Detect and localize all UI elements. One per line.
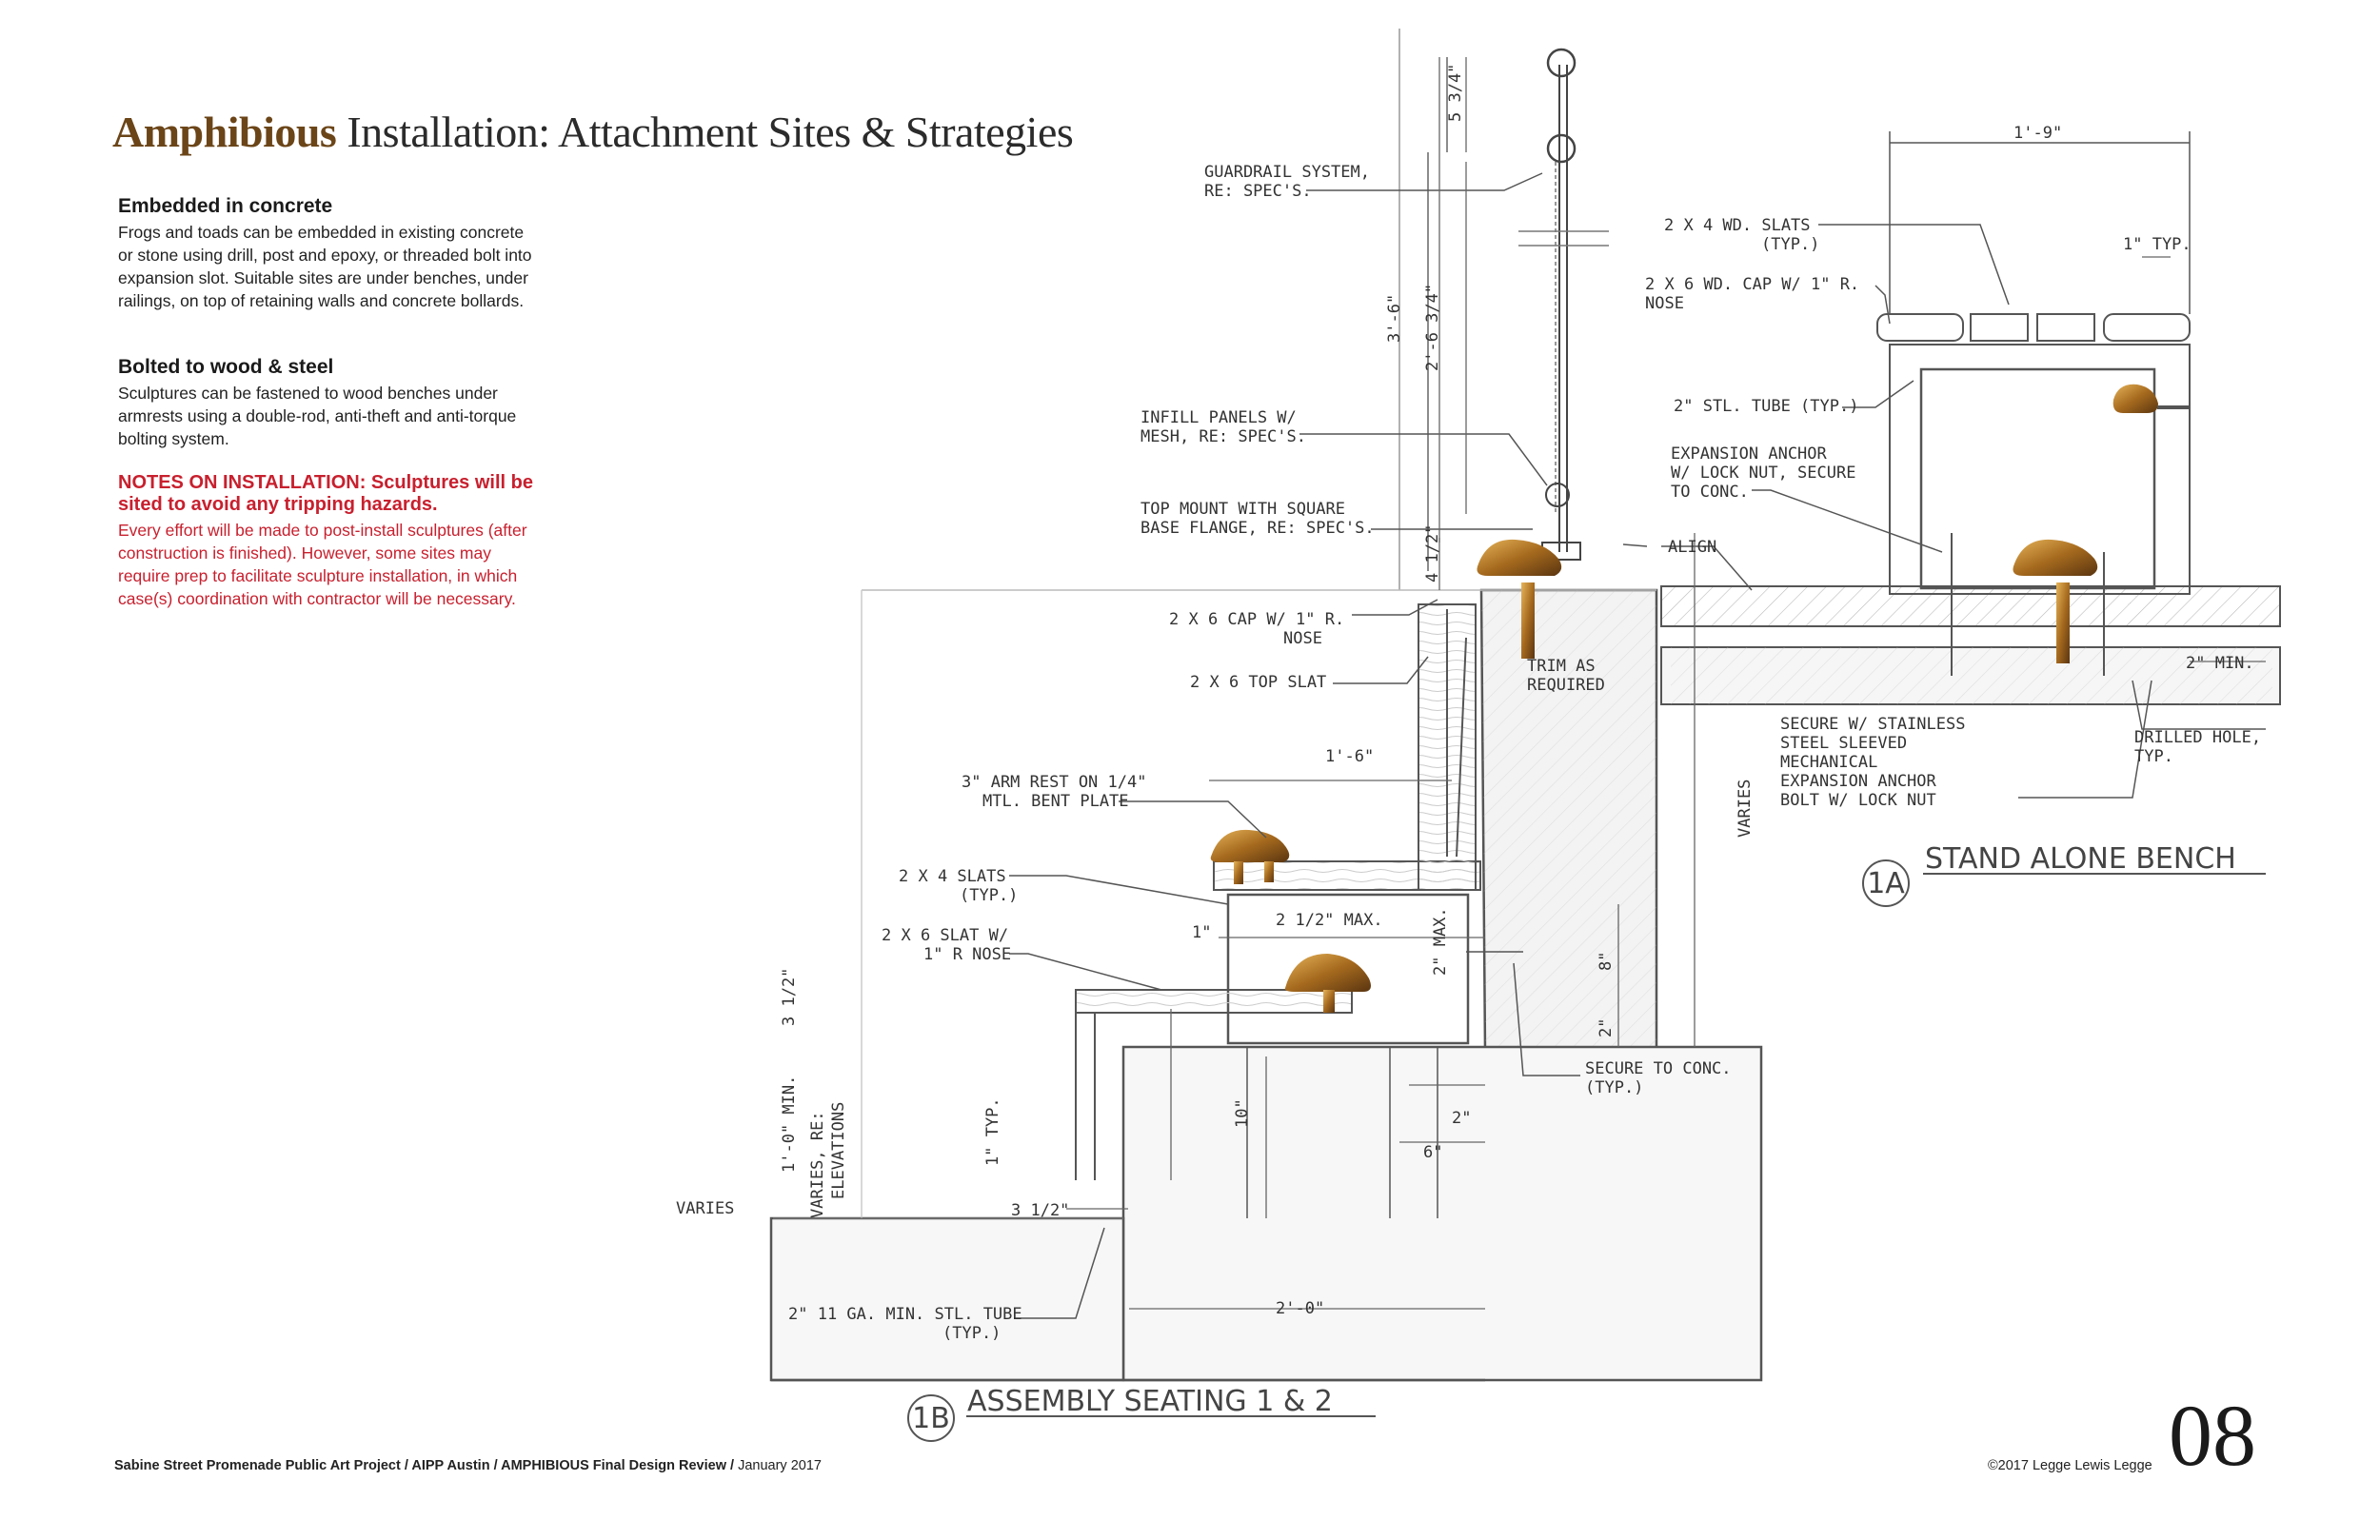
detail-label-1b: 1B ASSEMBLY SEATING 1 & 2 <box>907 1385 1376 1442</box>
dim-3-1-2-b: 3 1/2" <box>1011 1201 1069 1220</box>
note-wd-cap-1: 2 X 6 WD. CAP W/ 1" R. <box>1645 275 1859 294</box>
section-heading-bolted: Bolted to wood & steel <box>118 356 334 378</box>
footer-copyright: ©2017 Legge Lewis Legge <box>1988 1458 2152 1473</box>
note-varies-elev-2: ELEVATIONS <box>829 1102 848 1199</box>
note-armrest-2: MTL. BENT PLATE <box>982 792 1129 811</box>
note-exp-1: EXPANSION ANCHOR <box>1671 444 1828 464</box>
concrete-wall <box>769 588 1763 1382</box>
title-brand: Amphibious <box>112 108 337 156</box>
dim-2-6-3-4: 2'-6 3/4" <box>1423 284 1442 371</box>
detail-label-1a: 1A STAND ALONE BENCH <box>1862 842 2266 907</box>
page-title: Amphibious Installation: Attachment Site… <box>112 107 1074 157</box>
footer-project: Sabine Street Promenade Public Art Proje… <box>114 1458 822 1473</box>
note-slat6-1: 2 X 6 SLAT W/ <box>882 926 1008 945</box>
note-drilled-2: TYP. <box>2134 747 2173 766</box>
note-varies: VARIES <box>676 1199 734 1218</box>
note-ss-4: EXPANSION ANCHOR <box>1780 772 1937 791</box>
note-trim-2: REQUIRED <box>1527 676 1605 695</box>
note-align: ALIGN <box>1668 538 1716 557</box>
note-topmount-2: BASE FLANGE, RE: SPEC'S. <box>1140 519 1375 538</box>
dim-2-max: 2" MAX. <box>1431 907 1450 976</box>
note-ss-5: BOLT W/ LOCK NUT <box>1780 791 1936 810</box>
notes-heading: NOTES ON INSTALLATION: Sculptures will b… <box>118 472 533 515</box>
footer-project-name: Sabine Street Promenade Public Art Proje… <box>114 1458 735 1473</box>
dim-2-0: 2'-0" <box>1276 1299 1324 1318</box>
note-varies-1a: VARIES <box>1735 780 1755 838</box>
frog-sculpture-armrest <box>1210 829 1290 884</box>
note-topslat: 2 X 6 TOP SLAT <box>1190 673 1326 692</box>
note-exp-2: W/ LOCK NUT, SECURE <box>1671 464 1855 483</box>
detail-title-1a: STAND ALONE BENCH <box>1925 842 2236 876</box>
dimension-lines <box>771 57 2266 1381</box>
note-slat6-2: 1" R NOSE <box>923 945 1011 964</box>
seating-assembly <box>1075 603 1523 1371</box>
detail-title-1b: ASSEMBLY SEATING 1 & 2 <box>967 1385 1333 1418</box>
note-infill-2: MESH, RE: SPEC'S. <box>1140 427 1306 446</box>
drawing-notes: GUARDRAIL SYSTEM, RE: SPEC'S. INFILL PAN… <box>676 163 2261 1343</box>
guardrail <box>1398 29 1609 590</box>
note-infill-1: INFILL PANELS W/ <box>1140 408 1297 427</box>
dim-4-1-2: 4 1/2" <box>1423 524 1442 582</box>
dim-1: 1" <box>1192 923 1211 942</box>
dim-10: 10" <box>1233 1098 1252 1128</box>
dim-1-6: 1'-6" <box>1325 747 1374 766</box>
dim-6: 6" <box>1423 1143 1442 1162</box>
note-drilled-1: DRILLED HOLE, <box>2134 728 2261 747</box>
note-trim-1: TRIM AS <box>1527 657 1596 676</box>
detail-number-1a: 1A <box>1867 867 1905 900</box>
note-slats4-2: (TYP.) <box>960 886 1018 905</box>
note-topmount-1: TOP MOUNT WITH SQUARE <box>1140 500 1345 519</box>
note-wd-slats-1: 2 X 4 WD. SLATS <box>1664 216 1811 235</box>
section-heading-embedded: Embedded in concrete <box>118 195 333 217</box>
dim-8: 8" <box>1597 952 1616 971</box>
dim-3-6: 3'-6" <box>1385 294 1404 343</box>
note-secure-1: SECURE TO CONC. <box>1585 1059 1732 1078</box>
note-exp-3: TO CONC. <box>1671 483 1749 502</box>
note-varies-elev-1: VARIES, RE: <box>808 1111 827 1218</box>
note-one-typ: 1" TYP. <box>2123 235 2192 254</box>
note-min-1ft: 1'-0" MIN. <box>780 1076 799 1173</box>
note-ss-3: MECHANICAL <box>1780 753 1877 772</box>
section-body-embedded: Frogs and toads can be embedded in exist… <box>118 223 532 310</box>
note-guardrail-2: RE: SPEC'S. <box>1204 182 1312 201</box>
stand-alone-bench <box>1660 131 2281 705</box>
note-ss-1: SECURE W/ STAINLESS <box>1780 715 1965 734</box>
leader-lines <box>1009 172 2266 1319</box>
frog-sculpture-under-bench <box>1284 954 1371 1013</box>
dim-1-typ: 1" TYP. <box>983 1097 1002 1166</box>
note-wd-slats-2: (TYP.) <box>1761 235 1819 254</box>
note-cap-1: 2 X 6 CAP W/ 1" R. <box>1169 610 1344 629</box>
note-stl-tube: 2" STL. TUBE (TYP.) <box>1674 397 1858 416</box>
note-armrest-1: 3" ARM REST ON 1/4" <box>962 773 1146 792</box>
dim-1-9: 1'-9" <box>2013 124 2062 143</box>
note-tube-2: (TYP.) <box>942 1324 1001 1343</box>
note-ss-2: STEEL SLEEVED <box>1780 734 1907 753</box>
dim-5-3-4: 5 3/4" <box>1446 64 1465 122</box>
section-body-bolted: Sculptures can be fastened to wood bench… <box>118 384 517 448</box>
note-tube-1: 2" 11 GA. MIN. STL. TUBE <box>788 1305 1022 1324</box>
footer-date: January 2017 <box>734 1458 822 1473</box>
frog-sculpture-bench-1a <box>2013 539 2098 663</box>
dim-3-1-2-a: 3 1/2" <box>780 968 799 1026</box>
note-wd-cap-2: NOSE <box>1645 294 1684 313</box>
frog-sculpture-top <box>1477 539 1562 659</box>
note-cap-2: NOSE <box>1283 629 1322 648</box>
note-guardrail-1: GUARDRAIL SYSTEM, <box>1204 163 1370 182</box>
notes-body: Every effort will be made to post-instal… <box>118 521 527 608</box>
dim-2-b: 2" <box>1452 1109 1471 1128</box>
title-rest: Installation: Attachment Sites & Strateg… <box>336 108 1074 156</box>
note-slats4-1: 2 X 4 SLATS <box>899 867 1006 886</box>
dim-2-a: 2" <box>1597 1018 1616 1037</box>
dimension-labels: 5 3/4" 3'-6" 2'-6 3/4" 4 1/2" 1'-6" 2 1/… <box>780 64 2062 1318</box>
frog-sculpture-side <box>2112 384 2190 413</box>
detail-number-1b: 1B <box>912 1402 950 1435</box>
dim-2-1-2-max: 2 1/2" MAX. <box>1276 911 1383 930</box>
note-two-min: 2" MIN. <box>2186 654 2254 673</box>
note-secure-2: (TYP.) <box>1585 1078 1643 1097</box>
page-number: 08 <box>2169 1387 2256 1484</box>
